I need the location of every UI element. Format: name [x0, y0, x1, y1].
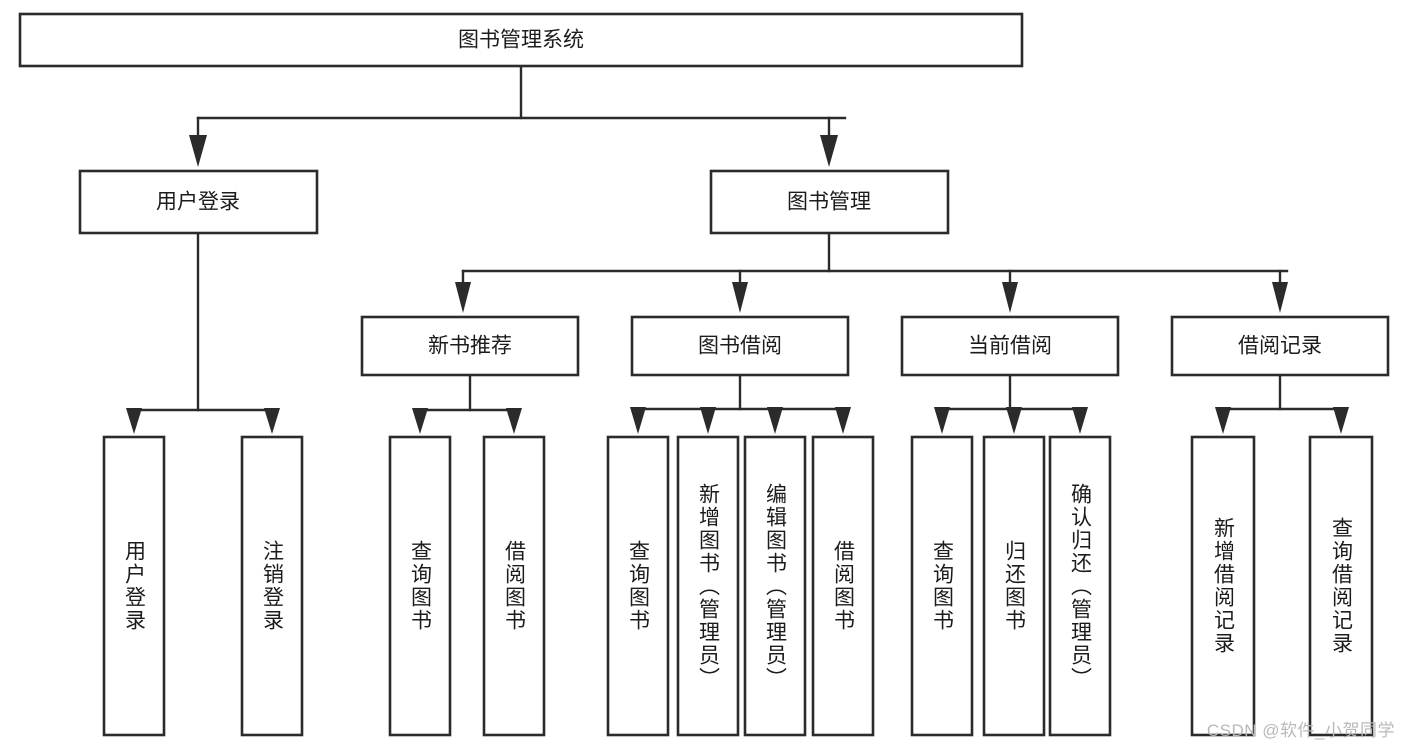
leaf-confirm-return-admin-box[interactable]: [1048, 435, 1112, 737]
user-login-box[interactable]: [78, 169, 319, 235]
leaf-query-book-3-box[interactable]: [910, 435, 974, 737]
new-book-recommend-label: 新书推荐: [428, 335, 512, 358]
node-user-login[interactable]: 用户登录: [78, 169, 319, 235]
leaf-user-login-box[interactable]: [102, 435, 166, 737]
leaf-add-borrow-record-box[interactable]: [1190, 435, 1256, 737]
leaf-borrow-book-1-box[interactable]: [482, 435, 546, 737]
node-root[interactable]: 图书管理系统: [18, 12, 1024, 68]
watermark-text: CSDN @软件_小贺同学: [1206, 721, 1395, 740]
arrow-head-current-borrow: [1002, 282, 1018, 313]
leaf-edit-book-admin-box[interactable]: [743, 435, 807, 737]
node-new-book-recommend[interactable]: 新书推荐: [360, 315, 580, 377]
root-box[interactable]: [18, 12, 1024, 68]
leaf-boxes: [102, 435, 1374, 737]
leaf-query-book-2-box[interactable]: [606, 435, 670, 737]
node-book-manage[interactable]: 图书管理: [709, 169, 950, 235]
arrow-head-leaf-add-borrow-record: [1215, 407, 1231, 434]
connectors-new-book-recommend-to-leaves: [412, 373, 522, 434]
connectors-borrow-record-to-leaves: [1215, 373, 1349, 434]
arrow-head-leaf-borrow-book-1: [506, 408, 522, 434]
arrow-head-leaf-query-book-2: [630, 407, 646, 434]
arrow-head-leaf-query-borrow-record: [1333, 407, 1349, 434]
leaf-return-book-box[interactable]: [982, 435, 1046, 737]
connectors-book-borrow-to-leaves: [630, 373, 851, 434]
root-label: 图书管理系统: [458, 29, 584, 52]
arrow-head-borrow-record: [1272, 282, 1288, 313]
leaf-query-borrow-record-box[interactable]: [1308, 435, 1374, 737]
arrow-head-leaf-query-book-3: [934, 407, 950, 434]
arrow-head-leaf-logout-login: [264, 408, 280, 434]
arrow-head-leaf-confirm-return-admin: [1072, 407, 1088, 434]
arrow-head-leaf-return-book: [1006, 407, 1022, 434]
book-borrow-box[interactable]: [630, 315, 850, 377]
leaf-borrow-book-2-box[interactable]: [811, 435, 875, 737]
node-book-borrow[interactable]: 图书借阅: [630, 315, 850, 377]
arrow-head-leaf-user-login: [126, 408, 142, 434]
leaf-query-book-1-box[interactable]: [388, 435, 452, 737]
arrow-head-leaf-query-book-1: [412, 408, 428, 434]
borrow-record-label: 借阅记录: [1238, 335, 1322, 358]
leaf-logout-login-box[interactable]: [240, 435, 304, 737]
node-borrow-record[interactable]: 借阅记录: [1170, 315, 1390, 377]
arrow-head-leaf-borrow-book-2: [835, 407, 851, 434]
book-manage-label: 图书管理: [787, 191, 871, 214]
connectors-current-borrow-to-leaves: [934, 373, 1088, 434]
borrow-record-box[interactable]: [1170, 315, 1390, 377]
node-current-borrow[interactable]: 当前借阅: [900, 315, 1120, 377]
connectors-user-login-to-leaves: [126, 231, 280, 434]
new-book-recommend-box[interactable]: [360, 315, 580, 377]
arrow-head-book-borrow: [732, 282, 748, 313]
current-borrow-box[interactable]: [900, 315, 1120, 377]
arrow-head-user-login: [189, 135, 207, 167]
user-login-label: 用户登录: [156, 191, 240, 214]
book-manage-box[interactable]: [709, 169, 950, 235]
arrow-head-book-manage: [820, 135, 838, 167]
book-borrow-label: 图书借阅: [698, 335, 782, 358]
arrow-head-leaf-add-book-admin: [700, 407, 716, 434]
arrow-head-leaf-edit-book-admin: [767, 407, 783, 434]
current-borrow-label: 当前借阅: [968, 335, 1052, 358]
connectors-book-manage-to-level3: [455, 231, 1289, 313]
connectors-root-to-level2: [189, 64, 847, 167]
leaf-add-book-admin-box[interactable]: [676, 435, 740, 737]
arrow-head-new-book-recommend: [455, 282, 471, 313]
